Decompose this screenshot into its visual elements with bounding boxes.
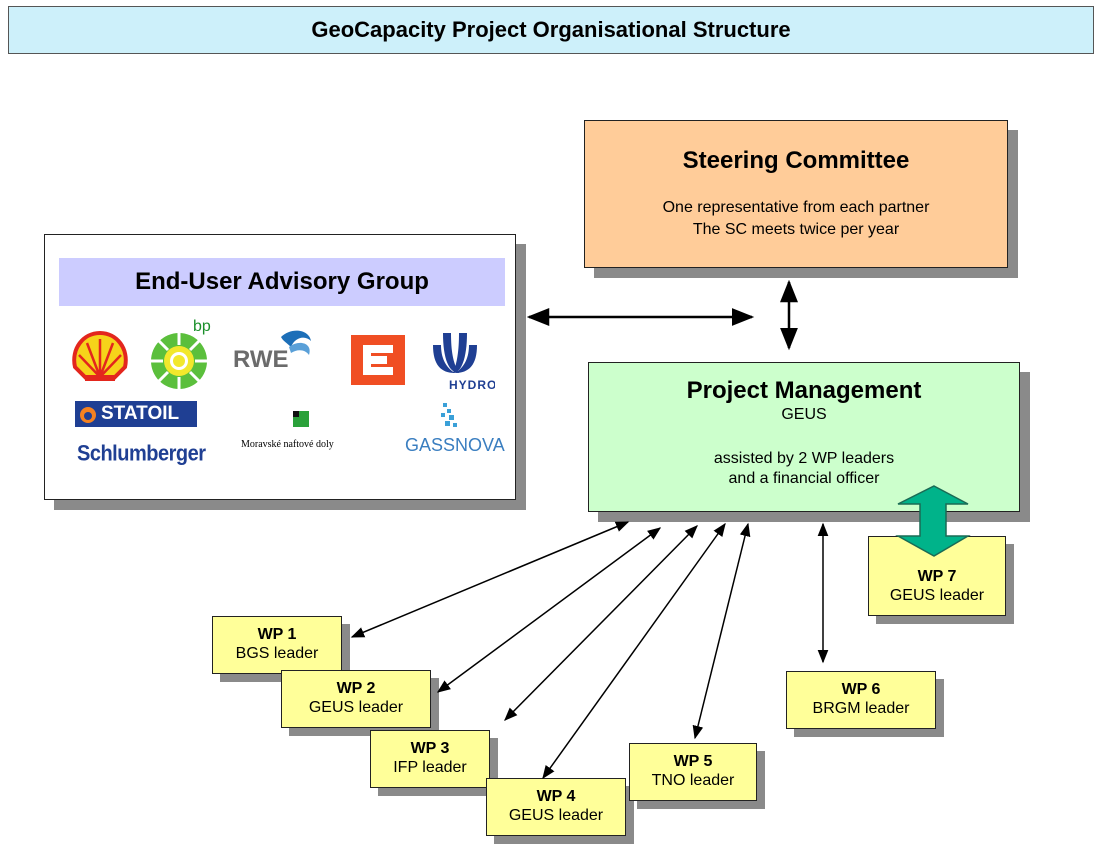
schlumberger-logo-text: Schlumberger xyxy=(77,441,206,467)
wp6-box: WP 6 BRGM leader xyxy=(786,671,936,729)
moravske-logo: Moravské naftové doly xyxy=(241,411,361,457)
arrow-wp4 xyxy=(542,522,726,780)
arrow-wp1 xyxy=(350,521,630,638)
arrow-wp5 xyxy=(692,522,751,740)
steering-committee-box: Steering Committee One representative fr… xyxy=(584,120,1008,268)
wp6-leader: BRGM leader xyxy=(812,700,910,717)
wp2-box: WP 2 GEUS leader xyxy=(281,670,431,728)
wp1-leader: BGS leader xyxy=(235,645,319,662)
gassnova-logo-icon: GASSNOVA xyxy=(405,403,505,455)
statoil-logo: STATOIL xyxy=(75,401,197,427)
wp6-title: WP 6 xyxy=(841,681,881,698)
wp7-leader: GEUS leader xyxy=(889,587,985,604)
wp3-title: WP 3 xyxy=(410,740,450,757)
wp2-leader: GEUS leader xyxy=(308,699,404,716)
management-line-2: and a financial officer xyxy=(728,470,880,487)
wp1-title: WP 1 xyxy=(257,626,297,643)
steering-line-2: The SC meets twice per year xyxy=(692,221,900,238)
management-heading: Project Management xyxy=(686,377,922,404)
advisory-group-box: End-User Advisory Group bp xyxy=(44,234,516,500)
diagram-title: GeoCapacity Project Organisational Struc… xyxy=(8,6,1094,54)
statoil-logo-text: STATOIL xyxy=(101,403,180,424)
wp4-box: WP 4 GEUS leader xyxy=(486,778,626,836)
steering-line-1: One representative from each partner xyxy=(662,199,930,216)
arrow-wp7 xyxy=(895,485,971,557)
wp7-title: WP 7 xyxy=(917,568,957,585)
shell-logo-icon xyxy=(72,330,128,381)
wp2-title: WP 2 xyxy=(336,680,376,697)
moravske-logo-text: Moravské naftové doly xyxy=(241,439,334,450)
arrow-wp3 xyxy=(504,525,698,721)
bp-logo-icon: bp xyxy=(151,318,211,389)
moravske-dot-icon xyxy=(293,411,299,417)
wp4-leader: GEUS leader xyxy=(508,807,604,824)
advisory-heading: End-User Advisory Group xyxy=(59,258,505,306)
wp4-title: WP 4 xyxy=(536,788,576,805)
gassnova-logo-text: GASSNOVA xyxy=(405,435,505,455)
rwe-logo-icon: RWE xyxy=(233,330,311,373)
wp3-leader: IFP leader xyxy=(393,759,467,776)
rwe-logo-text: RWE xyxy=(233,346,289,373)
arrow-wp2 xyxy=(436,527,662,693)
wp1-box: WP 1 BGS leader xyxy=(212,616,342,674)
steering-heading: Steering Committee xyxy=(682,147,910,174)
management-org: GEUS xyxy=(781,406,827,423)
hydro-logo-text: HYDRO xyxy=(449,378,495,391)
management-line-1: assisted by 2 WP leaders xyxy=(713,450,895,467)
wp3-box: WP 3 IFP leader xyxy=(370,730,490,788)
hydro-logo-icon: HYDRO xyxy=(433,333,495,391)
bp-logo-text: bp xyxy=(193,318,211,335)
cez-logo-icon xyxy=(351,335,405,385)
project-management-box: Project Management GEUS assisted by 2 WP… xyxy=(588,362,1020,512)
statoil-flame-icon xyxy=(80,407,96,423)
